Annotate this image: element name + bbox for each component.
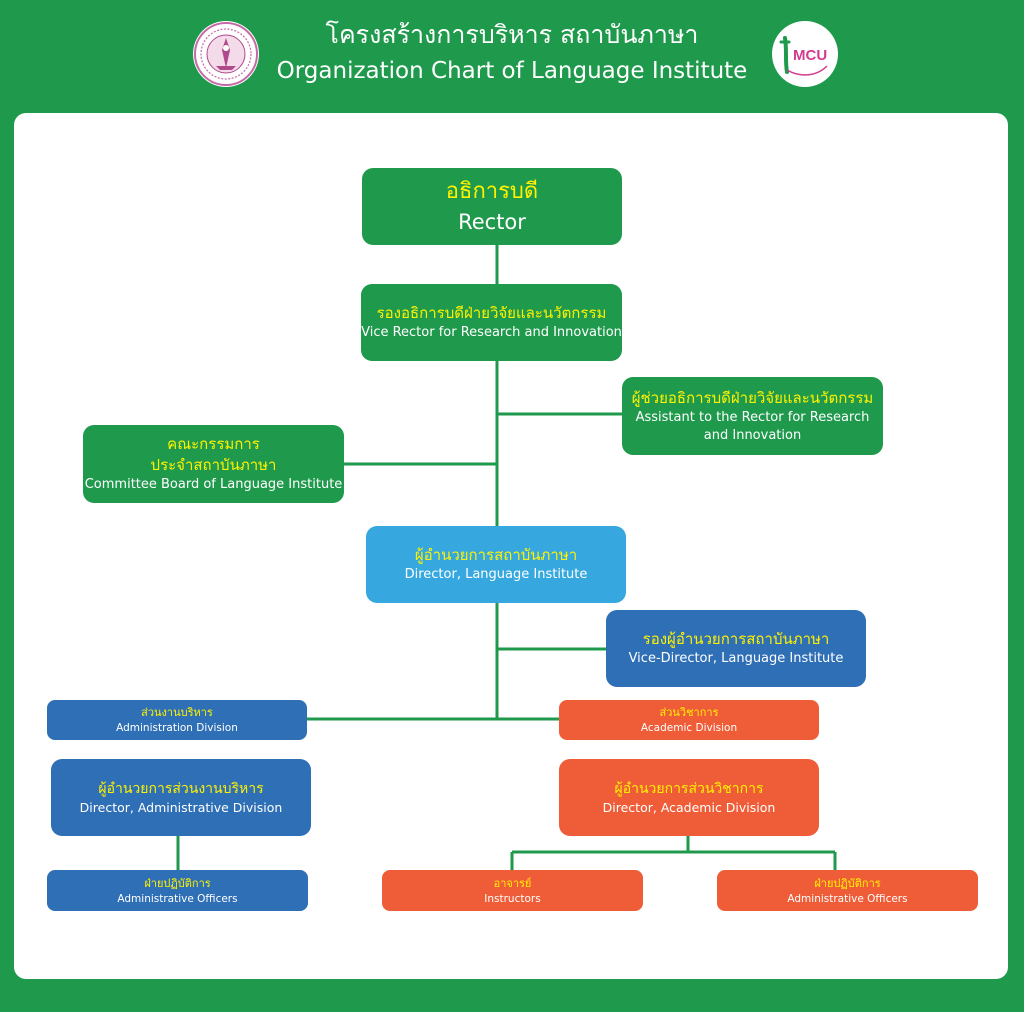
header-title-english: Organization Chart of Language Institute bbox=[276, 58, 748, 84]
admin-officers-box: ฝ่ายปฏิบัติการ Administrative Officers bbox=[47, 870, 308, 911]
academic-officers-english: Administrative Officers bbox=[787, 892, 908, 905]
page-header: โครงสร้างการบริหาร สถาบันภาษา Organizati… bbox=[0, 0, 1024, 110]
director-box: ผู้อำนวยการสถาบันภาษา Director, Language… bbox=[366, 526, 626, 603]
academic-officers-thai: ฝ่ายปฏิบัติการ bbox=[814, 876, 881, 890]
vice-rector-english: Vice Rector for Research and Innovation bbox=[361, 325, 622, 340]
academic-officers-box: ฝ่ายปฏิบัติการ Administrative Officers bbox=[717, 870, 978, 911]
committee-thai-line1: คณะกรรมการ bbox=[167, 435, 260, 453]
admin-division-box: ส่วนงานบริหาร Administration Division bbox=[47, 700, 307, 740]
mcu-logo-text: MCU bbox=[793, 47, 827, 64]
vice-rector-box: รองอธิการบดีฝ่ายวิจัยและนวัตกรรม Vice Re… bbox=[361, 284, 622, 361]
university-seal-logo bbox=[193, 21, 259, 87]
committee-box: คณะกรรมการ ประจำสถาบันภาษา Committee Boa… bbox=[83, 425, 344, 503]
org-chart-panel: อธิการบดี Rector รองอธิการบดีฝ่ายวิจัยแล… bbox=[14, 113, 1008, 979]
director-english: Director, Language Institute bbox=[404, 567, 588, 582]
admin-director-box: ผู้อำนวยการส่วนงานบริหาร Director, Admin… bbox=[51, 759, 311, 836]
academic-division-english: Academic Division bbox=[640, 722, 738, 734]
admin-division-english: Administration Division bbox=[116, 722, 238, 734]
connector-lines bbox=[176, 243, 837, 870]
admin-officers-thai: ฝ่ายปฏิบัติการ bbox=[144, 876, 211, 890]
instructors-box: อาจารย์ Instructors bbox=[382, 870, 643, 911]
vice-rector-thai: รองอธิการบดีฝ่ายวิจัยและนวัตกรรม bbox=[376, 304, 607, 322]
assistant-rector-thai: ผู้ช่วยอธิการบดีฝ่ายวิจัยและนวัตกรรม bbox=[631, 388, 874, 407]
rector-english: Rector bbox=[458, 209, 526, 234]
rector-thai: อธิการบดี bbox=[445, 178, 539, 204]
rector-box: อธิการบดี Rector bbox=[362, 168, 622, 245]
academic-division-thai: ส่วนวิชาการ bbox=[659, 706, 719, 719]
assistant-rector-box: ผู้ช่วยอธิการบดีฝ่ายวิจัยและนวัตกรรม Ass… bbox=[622, 377, 883, 455]
header-title-thai: โครงสร้างการบริหาร สถาบันภาษา bbox=[325, 20, 699, 49]
assistant-rector-english-line2: and Innovation bbox=[703, 427, 802, 443]
mcu-logo: MCU bbox=[772, 21, 838, 87]
academic-director-english: Director, Academic Division bbox=[602, 799, 776, 815]
admin-director-thai: ผู้อำนวยการส่วนงานบริหาร bbox=[98, 780, 264, 797]
vice-director-box: รองผู้อำนวยการสถาบันภาษา Vice-Director, … bbox=[606, 610, 866, 687]
committee-english: Committee Board of Language Institute bbox=[84, 477, 343, 492]
admin-officers-english: Administrative Officers bbox=[117, 892, 238, 905]
committee-thai-line2: ประจำสถาบันภาษา bbox=[150, 456, 277, 474]
admin-director-english: Director, Administrative Division bbox=[79, 799, 283, 815]
vice-director-english: Vice-Director, Language Institute bbox=[628, 651, 844, 666]
academic-division-box: ส่วนวิชาการ Academic Division bbox=[559, 700, 819, 740]
admin-division-thai: ส่วนงานบริหาร bbox=[141, 706, 213, 719]
instructors-thai: อาจารย์ bbox=[493, 876, 532, 890]
assistant-rector-english-line1: Assistant to the Rector for Research bbox=[635, 409, 870, 425]
vice-director-thai: รองผู้อำนวยการสถาบันภาษา bbox=[642, 630, 830, 648]
academic-director-thai: ผู้อำนวยการส่วนวิชาการ bbox=[614, 780, 764, 797]
instructors-english: Instructors bbox=[484, 892, 541, 905]
academic-director-box: ผู้อำนวยการส่วนวิชาการ Director, Academi… bbox=[559, 759, 819, 836]
director-thai: ผู้อำนวยการสถาบันภาษา bbox=[414, 546, 578, 564]
